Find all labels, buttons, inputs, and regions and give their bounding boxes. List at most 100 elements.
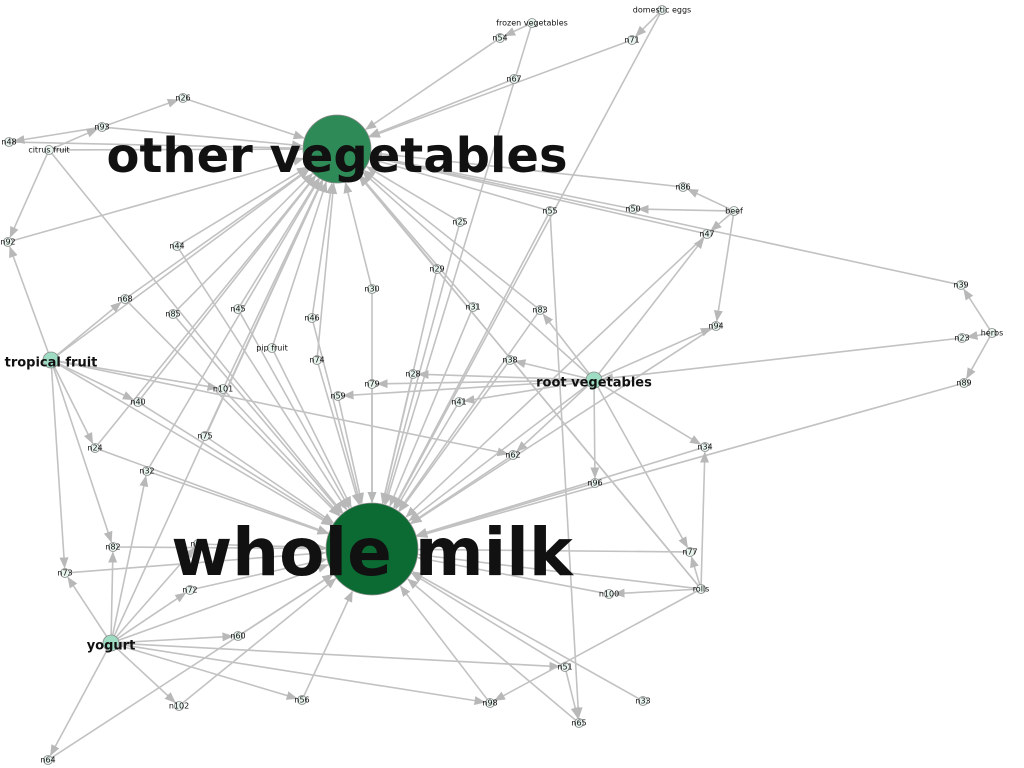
node-circle-n64[interactable] — [43, 755, 53, 765]
node-circle-n55[interactable] — [545, 206, 555, 216]
node-cf[interactable]: citrus fruit — [28, 145, 70, 155]
node-n67[interactable]: n67 — [506, 74, 522, 84]
node-circle-n46[interactable] — [307, 313, 317, 323]
node-wm[interactable]: whole milk — [171, 502, 575, 596]
node-n102[interactable]: n102 — [169, 701, 189, 711]
node-circle-n23[interactable] — [957, 333, 967, 343]
node-circle-n82[interactable] — [108, 542, 118, 552]
node-circle-n40[interactable] — [133, 397, 143, 407]
node-n74[interactable]: n74 — [309, 355, 325, 365]
node-n59[interactable]: n59 — [330, 391, 346, 401]
node-n40[interactable]: n40 — [130, 397, 146, 407]
node-circle-n89[interactable] — [959, 378, 969, 388]
node-fv[interactable]: frozen vegetables — [496, 18, 568, 28]
node-circle-n94[interactable] — [711, 321, 721, 331]
node-circle-n93[interactable] — [97, 122, 107, 132]
node-n32[interactable]: n32 — [139, 466, 155, 476]
node-circle-n62[interactable] — [508, 450, 518, 460]
node-circle-n59[interactable] — [333, 391, 343, 401]
node-rolls[interactable]: rolls — [693, 584, 710, 594]
node-circle-n102[interactable] — [174, 701, 184, 711]
node-n77[interactable]: n77 — [682, 547, 698, 557]
node-circle-n101[interactable] — [218, 384, 228, 394]
node-circle-n29[interactable] — [432, 264, 442, 274]
node-circle-pf[interactable] — [267, 343, 277, 353]
node-circle-n75[interactable] — [200, 431, 210, 441]
node-circle-beef[interactable] — [729, 206, 739, 216]
node-circle-n32[interactable] — [142, 466, 152, 476]
node-n51[interactable]: n51 — [557, 662, 573, 672]
node-circle-n48[interactable] — [4, 137, 14, 147]
node-n45[interactable]: n45 — [230, 304, 246, 314]
node-circle-n47[interactable] — [702, 229, 712, 239]
node-n30[interactable]: n30 — [364, 284, 380, 294]
node-n65[interactable]: n65 — [571, 718, 587, 728]
node-n75[interactable]: n75 — [197, 431, 213, 441]
node-n24[interactable]: n24 — [87, 443, 103, 453]
node-n47[interactable]: n47 — [699, 229, 715, 239]
node-n89[interactable]: n89 — [956, 378, 972, 388]
node-circle-n86[interactable] — [678, 182, 688, 192]
node-n33[interactable]: n33 — [635, 696, 651, 706]
node-n86[interactable]: n86 — [675, 182, 691, 192]
node-n98[interactable]: n98 — [482, 698, 498, 708]
node-circle-n96[interactable] — [590, 478, 600, 488]
node-circle-wm[interactable] — [325, 502, 419, 596]
node-circle-n51[interactable] — [560, 662, 570, 672]
node-circle-n98[interactable] — [485, 698, 495, 708]
node-circle-n54[interactable] — [495, 33, 505, 43]
node-n50[interactable]: n50 — [625, 204, 641, 214]
node-circle-n83[interactable] — [535, 305, 545, 315]
node-circle-yo[interactable] — [102, 634, 120, 652]
node-n38[interactable]: n38 — [502, 355, 518, 365]
node-circle-n33[interactable] — [638, 696, 648, 706]
node-circle-n45[interactable] — [233, 304, 243, 314]
node-circle-herbs[interactable] — [987, 328, 997, 338]
node-circle-n67[interactable] — [509, 74, 519, 84]
node-circle-n100[interactable] — [604, 589, 614, 599]
node-circle-rv[interactable] — [585, 371, 603, 389]
node-circle-ov[interactable] — [302, 114, 372, 184]
node-n85[interactable]: n85 — [165, 309, 181, 319]
node-n44[interactable]: n44 — [169, 241, 185, 251]
node-n60[interactable]: n60 — [230, 631, 246, 641]
node-circle-n85[interactable] — [168, 309, 178, 319]
node-ov[interactable]: other vegetables — [106, 114, 568, 184]
node-n23[interactable]: n23 — [954, 333, 970, 343]
node-rv[interactable]: root vegetables — [536, 371, 652, 391]
node-n79[interactable]: n79 — [364, 379, 380, 389]
node-circle-n74[interactable] — [312, 355, 322, 365]
node-circle-n41[interactable] — [454, 397, 464, 407]
node-n94[interactable]: n94 — [708, 321, 724, 331]
node-circle-n39[interactable] — [956, 280, 966, 290]
node-n69[interactable]: n69 — [190, 539, 206, 549]
node-circle-n79[interactable] — [367, 379, 377, 389]
node-n54[interactable]: n54 — [492, 33, 508, 43]
node-yo[interactable]: yogurt — [87, 634, 136, 654]
node-circle-rolls[interactable] — [696, 584, 706, 594]
node-n72[interactable]: n72 — [182, 585, 198, 595]
node-circle-n65[interactable] — [574, 718, 584, 728]
node-circle-n60[interactable] — [233, 631, 243, 641]
node-n26[interactable]: n26 — [175, 93, 191, 103]
node-circle-n71[interactable] — [627, 35, 637, 45]
node-circle-n28[interactable] — [408, 369, 418, 379]
node-n25[interactable]: n25 — [452, 217, 468, 227]
node-circle-de[interactable] — [657, 5, 667, 15]
node-n28[interactable]: n28 — [405, 369, 421, 379]
node-circle-tf[interactable] — [42, 351, 60, 369]
node-circle-n77[interactable] — [685, 547, 695, 557]
node-circle-n44[interactable] — [172, 241, 182, 251]
node-n64[interactable]: n64 — [40, 755, 56, 765]
node-beef[interactable]: beef — [725, 206, 743, 216]
node-n101[interactable]: n101 — [213, 384, 233, 394]
node-n29[interactable]: n29 — [429, 264, 445, 274]
node-n68[interactable]: n68 — [117, 294, 133, 304]
node-circle-n34[interactable] — [700, 442, 710, 452]
node-n83[interactable]: n83 — [532, 305, 548, 315]
node-circle-n26[interactable] — [178, 93, 188, 103]
node-circle-n25[interactable] — [455, 217, 465, 227]
node-n71[interactable]: n71 — [624, 35, 640, 45]
node-circle-n68[interactable] — [120, 294, 130, 304]
node-circle-n30[interactable] — [367, 284, 377, 294]
